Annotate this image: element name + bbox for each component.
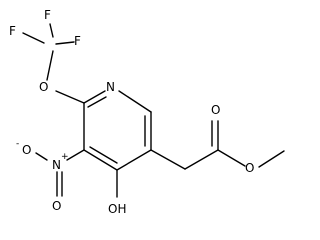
bond-c3-n-nitro bbox=[66, 149, 85, 161]
atom-labels: F F F O N N + O - O OH O O bbox=[9, 8, 254, 216]
bond-c-carbonyl-o-ester bbox=[217, 149, 246, 167]
atom-f2: F bbox=[44, 8, 51, 22]
bond-f2-cf3 bbox=[49, 23, 54, 38]
atom-f1: F bbox=[9, 24, 16, 38]
bond-c2-n1 bbox=[83, 90, 106, 104]
bond-ch2-c-carbonyl bbox=[184, 149, 219, 170]
bond-c2-n1-double bbox=[87, 96, 107, 108]
atom-f3: F bbox=[74, 34, 81, 48]
atom-oh: OH bbox=[108, 202, 126, 216]
atom-n-nitro: N bbox=[52, 158, 61, 172]
bond-n1-c6 bbox=[118, 90, 152, 113]
bond-c4-c3 bbox=[83, 149, 118, 171]
bond-f1-cf3 bbox=[22, 32, 45, 44]
atom-n-ring: N bbox=[106, 80, 115, 94]
bond-o-ester-ch3 bbox=[258, 150, 285, 168]
atom-o-carbonyl: O bbox=[211, 103, 220, 117]
bond-o-ether-c2 bbox=[55, 90, 85, 104]
bond-c5-c4 bbox=[116, 149, 152, 171]
bonds bbox=[22, 23, 285, 198]
bond-c5-ch2 bbox=[150, 149, 186, 170]
bond-cf3-o-ether bbox=[46, 50, 54, 81]
atom-o-nitro-left: O bbox=[22, 143, 31, 157]
chemical-structure: F F F O N N + O - O OH O O bbox=[9, 8, 285, 216]
atom-o-ester: O bbox=[245, 161, 254, 175]
bond-c4-c3-double bbox=[89, 146, 118, 164]
charge-n-nitro: + bbox=[61, 152, 69, 162]
charge-o-nitro-left: - bbox=[16, 139, 19, 149]
atom-o-ether: O bbox=[39, 80, 48, 94]
atom-o-nitro-bottom: O bbox=[52, 199, 61, 213]
bond-f3-cf3 bbox=[55, 41, 75, 45]
bond-n-nitro-o-left bbox=[35, 152, 48, 161]
